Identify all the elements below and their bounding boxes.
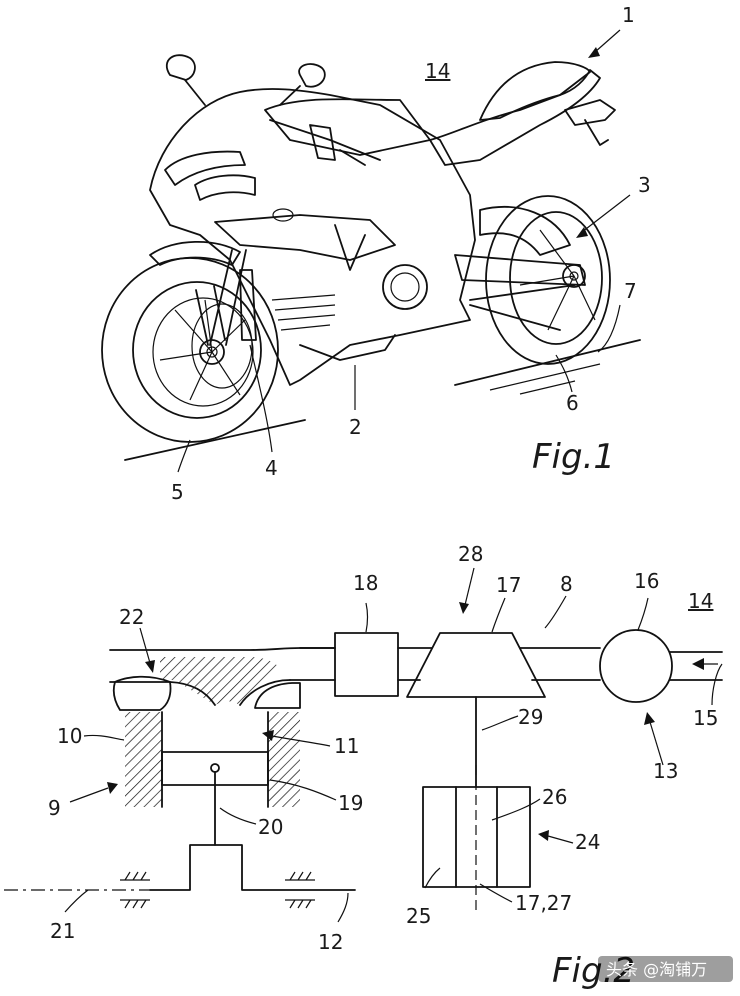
ref-label: 3 — [638, 173, 651, 197]
ref-label: 28 — [458, 542, 483, 566]
ref-label: 25 — [406, 904, 431, 928]
arrow-icon — [692, 658, 704, 670]
tank-seat-tail — [264, 61, 616, 166]
ref-label: 29 — [518, 705, 543, 729]
figure-1-leaders — [177, 29, 631, 473]
ref-label: 20 — [258, 815, 283, 839]
arrow-icon — [459, 602, 469, 614]
figure-1-motorcycle — [101, 54, 641, 461]
front-wheel — [101, 257, 279, 443]
compressor — [406, 632, 546, 698]
ref-label: 11 — [334, 734, 359, 758]
arrow-icon — [262, 730, 274, 741]
ref-label: 14 — [425, 59, 450, 83]
ref-label: 13 — [653, 759, 678, 783]
figure-2-caption: Fig.2 — [552, 951, 635, 991]
ref-label: 4 — [265, 456, 278, 480]
ref-label: 26 — [542, 785, 567, 809]
ref-label: 17,27 — [515, 891, 572, 915]
ref-label: 16 — [634, 569, 659, 593]
ref-label: 19 — [338, 791, 363, 815]
figure-1-caption: Fig.1 — [532, 437, 615, 477]
watermark: 头条 @淘铺万 — [598, 956, 733, 982]
air-filter — [599, 629, 673, 703]
ref-label: 17 — [496, 573, 521, 597]
cylinder-head — [112, 657, 301, 711]
arrow-icon — [576, 227, 588, 238]
electric-machine — [422, 765, 531, 912]
ref-label: 18 — [353, 571, 378, 595]
ref-label: 6 — [566, 391, 579, 415]
arrow-icon — [145, 660, 155, 673]
handlebars-mirrors — [165, 54, 381, 166]
front-fork — [149, 240, 257, 346]
figure-1-labels: 1 14 3 7 6 2 4 5 Fig.1 — [171, 3, 651, 504]
figure-2-schematic — [4, 629, 723, 912]
ref-label: 15 — [693, 706, 718, 730]
ref-label: 24 — [575, 830, 600, 854]
arrow-icon — [588, 47, 600, 58]
bearing-hatch — [120, 871, 315, 909]
rear-wheel — [485, 195, 611, 365]
figure-2-leaders — [64, 567, 723, 923]
watermark-text: 头条 @淘铺万 — [606, 960, 707, 979]
ref-label: 7 — [624, 279, 637, 303]
ref-label: 10 — [57, 724, 82, 748]
ref-label: 12 — [318, 930, 343, 954]
crankshaft — [4, 844, 356, 909]
ref-label: 14 — [688, 589, 713, 613]
arrow-icon — [644, 712, 655, 725]
arrow-icon — [538, 830, 549, 841]
ref-label: 22 — [119, 605, 144, 629]
ref-label: 5 — [171, 480, 184, 504]
figure-2-labels: 28 18 17 8 16 14 22 15 29 10 11 13 19 9 … — [48, 542, 718, 991]
ref-label: 9 — [48, 796, 61, 820]
swingarm — [454, 206, 586, 331]
component-box — [334, 632, 399, 697]
ground-lines — [124, 339, 641, 461]
ref-label: 1 — [622, 3, 635, 27]
arrow-icon — [107, 782, 118, 794]
ref-label: 8 — [560, 572, 573, 596]
ref-label: 21 — [50, 919, 75, 943]
fairing-body — [149, 88, 476, 386]
ref-label: 2 — [349, 415, 362, 439]
cylinder — [125, 711, 300, 846]
